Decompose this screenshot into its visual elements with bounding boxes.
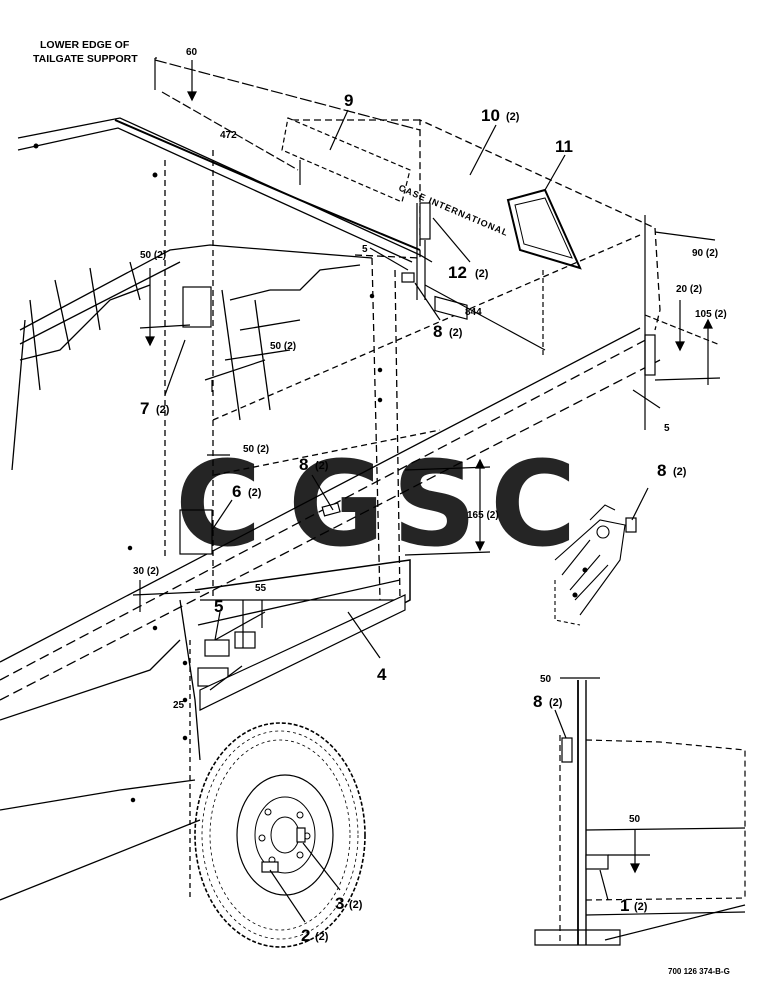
note-line-1: LOWER EDGE OF — [40, 39, 130, 51]
callout-10-qty: (2) — [506, 111, 520, 123]
callout-4-num: 4 — [377, 665, 387, 684]
decal-4 — [199, 594, 406, 711]
callout-8-upper-qty: (2) — [449, 327, 463, 339]
decal-7 — [182, 286, 212, 328]
decal-5b — [234, 631, 256, 649]
callout-8-inset-num: 8 — [533, 692, 542, 711]
callout-8-jack: 8 (2) — [657, 461, 687, 480]
note-line-2: TAILGATE SUPPORT — [33, 53, 138, 65]
callout-9-num: 9 — [344, 91, 353, 110]
watermark-letter-c2: C — [490, 435, 577, 573]
callout-6-num: 6 — [232, 482, 241, 501]
dim-20: 20 (2) — [676, 284, 702, 295]
callout-3-num: 3 — [335, 894, 344, 913]
leader-lines — [132, 57, 721, 923]
decal-8-jack — [625, 517, 637, 533]
callout-11-num: 11 — [555, 137, 573, 156]
callout-8-center-qty: (2) — [315, 460, 329, 472]
callout-8-upper-num: 8 — [433, 322, 442, 341]
callout-3: 3 (2) — [335, 894, 363, 913]
watermark: C G S C — [175, 435, 577, 573]
decal-side-strip — [644, 334, 656, 376]
callout-1-qty: (2) — [634, 901, 648, 913]
callout-7-qty: (2) — [156, 404, 170, 416]
callout-8-upper: 8 (2) — [433, 322, 463, 341]
callout-10-num: 10 — [481, 106, 500, 125]
callout-2: 2 (2) — [301, 926, 329, 945]
callout-5: 5 — [214, 597, 223, 616]
decal-12 — [419, 202, 431, 240]
decal-6 — [179, 509, 213, 555]
callout-8-jack-num: 8 — [657, 461, 666, 480]
decal-9-text: CASE INTERNATIONAL — [397, 183, 510, 238]
dim-472: 472 — [220, 130, 237, 141]
callout-6-qty: (2) — [248, 487, 262, 499]
dim-55: 55 — [255, 583, 267, 594]
callout-12-num: 12 — [448, 263, 467, 282]
callout-12-qty: (2) — [475, 268, 489, 280]
dim-50-middle: 50 (2) — [270, 341, 296, 352]
figure-id: 700 126 374-B-G — [668, 967, 730, 976]
decal-5a — [204, 639, 230, 657]
dim-50-inset-right: 50 — [629, 814, 641, 825]
decal-9: CASE INTERNATIONAL — [281, 117, 510, 238]
callout-4: 4 — [377, 665, 387, 684]
dim-90: 90 (2) — [692, 248, 718, 259]
dim-50-upper-left: 50 (2) — [140, 250, 166, 261]
callout-9: 9 — [344, 91, 353, 110]
decal-8-inset — [561, 737, 573, 763]
watermark-letter-c1: C — [175, 435, 262, 573]
decal-10 — [434, 295, 468, 320]
callout-8-center-num: 8 — [299, 455, 308, 474]
callout-8-center: 8 (2) — [299, 455, 329, 474]
callout-8-jack-qty: (2) — [673, 466, 687, 478]
dim-30: 30 (2) — [133, 566, 159, 577]
callout-11: 11 — [555, 137, 573, 156]
callout-2-num: 2 — [301, 926, 310, 945]
callout-3-qty: (2) — [349, 899, 363, 911]
wheel — [194, 722, 366, 948]
dim-60: 60 — [186, 47, 198, 58]
dim-105: 105 (2) — [695, 309, 727, 320]
callout-7-num: 7 — [140, 399, 149, 418]
callout-8-inset-qty: (2) — [549, 697, 563, 709]
decal-11 — [506, 188, 582, 270]
watermark-letter-s: S — [392, 435, 477, 573]
callout-1-num: 1 — [620, 896, 629, 915]
decal-1 — [585, 854, 609, 870]
inset-view — [534, 680, 746, 946]
dim-5-right: 5 — [664, 423, 670, 434]
callout-8-inset: 8 (2) — [533, 692, 563, 711]
jack-detail — [554, 504, 626, 626]
callout-12: 12 (2) — [448, 263, 489, 282]
decal-8-upper — [401, 272, 415, 283]
callout-1: 1 (2) — [620, 896, 648, 915]
dim-5-top: 5 — [362, 244, 368, 255]
dim-165: 165 (2) — [467, 510, 499, 521]
callout-7: 7 (2) — [140, 399, 170, 418]
dim-25: 25 — [173, 700, 185, 711]
callout-2-qty: (2) — [315, 931, 329, 943]
callout-5-num: 5 — [214, 597, 223, 616]
callout-6: 6 (2) — [232, 482, 262, 501]
decal-2 — [261, 861, 279, 873]
decal-3 — [296, 827, 306, 843]
dim-844: 844 — [465, 307, 482, 318]
watermark-letter-g: G — [288, 435, 385, 573]
callout-10: 10 (2) — [481, 106, 520, 125]
dim-50-inset-top: 50 — [540, 674, 552, 685]
dim-50-lower: 50 (2) — [243, 444, 269, 455]
